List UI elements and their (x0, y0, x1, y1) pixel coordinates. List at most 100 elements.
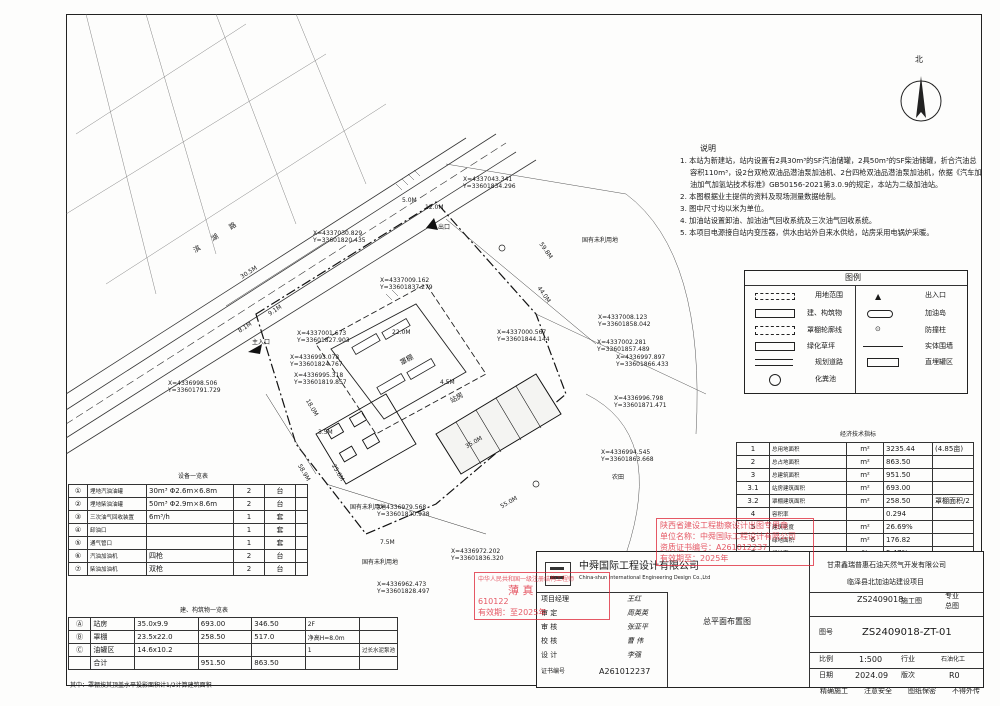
road-swatch-icon (755, 359, 793, 366)
legend-label: 化粪池 (815, 375, 836, 383)
cell-value: 863.50 (883, 455, 933, 469)
cell-name: 罩棚建筑面积 (769, 494, 847, 508)
cell-no: ⑤ (68, 536, 88, 550)
south-land-label: 国有未利用地 (362, 559, 399, 566)
cell-unit: 套 (264, 536, 296, 550)
coord-x: X=4337008.123 (598, 314, 648, 321)
legend-label: 绿化草坪 (807, 342, 835, 350)
cell-size: 35.0x9.9 (134, 617, 199, 631)
entry-arrow (248, 218, 438, 354)
cell-spec (146, 536, 234, 550)
cell-size: 23.5x22.0 (134, 630, 199, 644)
stamp-line: 610122 (478, 597, 509, 606)
east-land-label: 农田 (612, 474, 625, 481)
slogan: 不得外传 (952, 687, 980, 695)
date-value: 2024.09 (855, 671, 889, 680)
engineer-seal-stamp: 中华人民共和国一级注册结构工程师 薄 真 610122 有效期：至2025年 (474, 572, 610, 620)
entry-arrow-icon: ▲ (875, 292, 882, 301)
tech-table-title: 经济技术指标 (840, 431, 877, 438)
cell-name: 合计 (90, 656, 136, 670)
boundary-swatch-icon (755, 293, 795, 300)
cell-note (358, 656, 399, 670)
coord-x: X=4336962.473 (377, 581, 427, 588)
drawing-no-label: 图号 (819, 628, 833, 636)
cell-value: 176.82 (883, 533, 933, 547)
cell-value: 951.50 (883, 468, 933, 482)
project-name: 临泽县北加油站建设项目 (847, 578, 924, 586)
coord-x: X=4336998.506 (168, 380, 218, 387)
coord-y: Y=33601844.144 (497, 336, 550, 343)
coord-y: Y=33601871.471 (614, 402, 667, 409)
legend-label: 实体围墙 (925, 342, 953, 350)
cell-name: 油罐区 (90, 643, 136, 657)
cell-floors (304, 656, 360, 670)
west-land-label: 国有未利用地 (350, 504, 387, 511)
company-name-en: China-shun International Engineering Des… (579, 575, 711, 581)
coord-y: Y=33601819.857 (294, 379, 347, 386)
note-line: 4. 加油站设置卸油、加油油气回收系统及三次油气回收系统。 (680, 216, 877, 225)
cell-spec: 四枪 (146, 549, 234, 563)
coord-x: X=4337000.567 (497, 329, 547, 336)
north-arrow-icon (900, 76, 942, 122)
legend-label: 用地范围 (815, 291, 843, 299)
coord-x: X=4337043.341 (463, 176, 513, 183)
note-line: 1. 本站为新建站，站内设置有2具30m³的SF汽油储罐，2具50m³的SF柴油… (680, 156, 977, 165)
coord-y: Y=33601824.767 (290, 361, 343, 368)
cell-name: 站房 (90, 617, 136, 631)
note-line: 油加气加氢站技术标准》GB50156-2021第3.0.9的规定，本站为二级加油… (690, 180, 943, 189)
road-band (66, 133, 537, 455)
cell-floors: 1 (304, 643, 360, 657)
cell-note: (4.85亩) (932, 442, 974, 456)
dim-1: 12.0M (425, 204, 444, 211)
cell-name: 汽油加油机 (87, 549, 147, 563)
cell-footprint: 346.50 (251, 617, 306, 631)
note-line: 2. 本图根据业主提供的资料及现场测量数据绘制。 (680, 192, 841, 201)
coord-x: X=4336997.897 (616, 354, 666, 361)
legend-label: 加油岛 (925, 309, 946, 317)
lawn-swatch-icon (755, 342, 795, 351)
role-name: 曹 伟 (627, 637, 644, 645)
role-label: 项目经理 (541, 595, 569, 603)
cell-unit: m² (846, 468, 884, 482)
cell-unit: m² (846, 520, 884, 534)
cell-footprint (251, 643, 306, 657)
cell-unit: 套 (264, 523, 296, 537)
cell-unit (846, 507, 884, 521)
slogan: 精确施工 (820, 687, 848, 695)
stamp-line: 资质证书编号：A261012237 (660, 543, 768, 552)
stamp-line: 中华人民共和国一级注册结构工程师 (478, 576, 575, 583)
cell-no: ④ (68, 523, 88, 537)
cell-spec: 双枪 (146, 562, 234, 576)
cell-no: ③ (68, 510, 88, 524)
cell-unit: 套 (264, 510, 296, 524)
cell-size: 14.6x10.2 (134, 643, 199, 657)
cell-note: 罩棚面积/2 (932, 494, 974, 508)
legend-label: 建、构筑物 (807, 309, 842, 317)
coord-x: X=4336993.078 (290, 354, 340, 361)
legend-label: 出入口 (925, 291, 946, 299)
coord-x: X=4337030.829 (313, 230, 363, 237)
cell-no: 1 (736, 442, 770, 456)
legend-label: 直埋罐区 (925, 358, 953, 366)
legend-label: 罩棚轮廓线 (807, 326, 842, 334)
north-land-label: 国有未利用地 (582, 237, 619, 244)
notes-title: 说明 (700, 144, 716, 153)
industry-value: 石油化工 (941, 656, 966, 663)
coord-y: Y=33601820.938 (377, 511, 430, 518)
scale-value: 1:500 (859, 655, 883, 664)
cell-qty: 2 (233, 497, 265, 511)
dim-2: 5.0M (402, 197, 417, 204)
coord-y: Y=33601858.042 (598, 321, 651, 328)
title-block: 中舜国际工程设计有限公司 China-shun International En… (536, 551, 984, 688)
cell-qty: 1 (233, 536, 265, 550)
note-line: 3. 图中尺寸均以米为单位。 (680, 204, 769, 213)
cell-unit: m² (846, 494, 884, 508)
